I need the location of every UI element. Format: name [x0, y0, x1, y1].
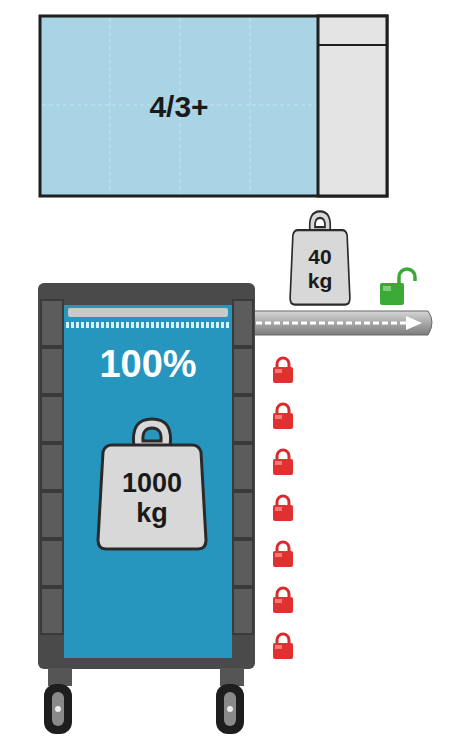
cabinet-frame: [38, 283, 255, 669]
drawer-handle: [68, 308, 228, 317]
open-lock: [380, 269, 415, 305]
tray-size-label: 4/3+: [149, 90, 208, 123]
text-area: 100%: [64, 335, 232, 395]
weight-icon: 40 kg: [289, 210, 351, 306]
load-percent: 100%: [99, 344, 196, 386]
text-area: 4/3+: [40, 16, 318, 196]
cabinet-body: 100% 1000 kg: [64, 305, 232, 658]
drawer-slide: [250, 311, 432, 335]
text-area: 1000 kg: [96, 449, 208, 549]
tray-plan: [40, 16, 387, 196]
caster-wheels: [44, 668, 244, 734]
dashed-stripe: [66, 322, 230, 328]
weight-label: 40 kg: [295, 245, 345, 291]
weight-label: 1000 kg: [116, 469, 188, 528]
text-area: 40 kg: [289, 233, 351, 304]
tray-label-box: 4/3+: [40, 16, 318, 196]
closed-locks: [273, 358, 293, 659]
weight-icon: 1000 kg: [96, 417, 208, 551]
